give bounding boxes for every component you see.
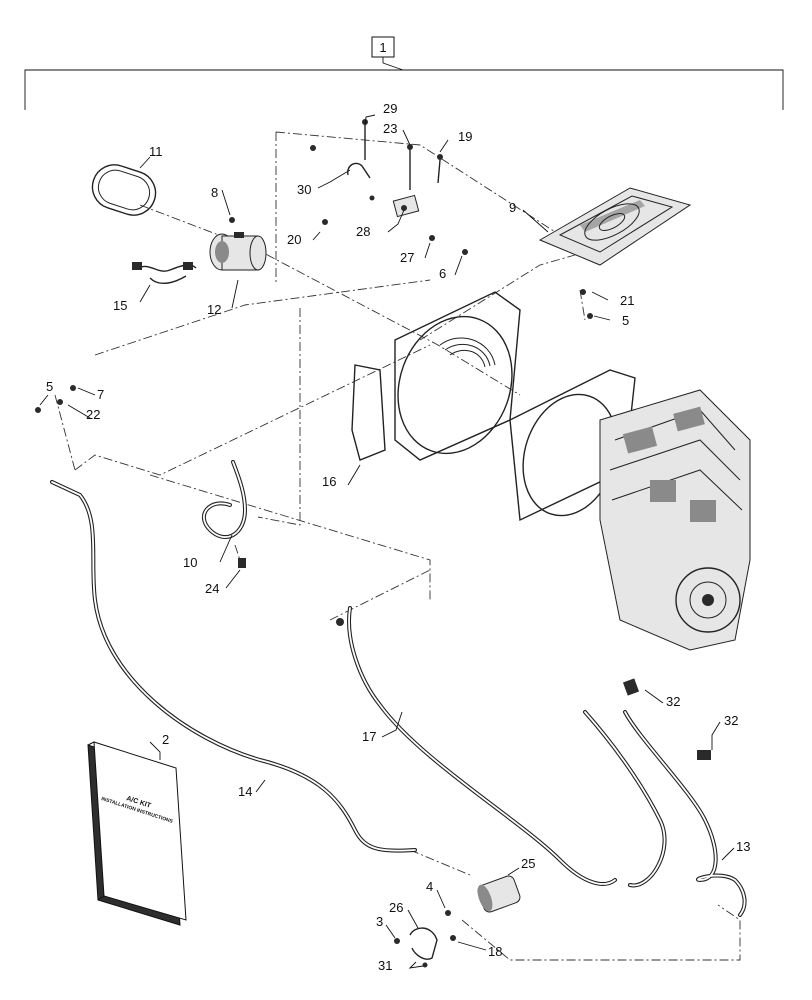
callout-21: 21 [620,293,634,308]
hose-assembly-10 [202,460,248,568]
kit-reference-label: 1 [379,40,386,55]
callout-16: 16 [322,474,336,489]
callout-31: 31 [378,958,392,973]
callout-24: 24 [205,581,219,596]
callout-27: 27 [400,250,414,265]
receiver-drier-part [477,875,521,913]
callout-12: 12 [207,302,221,317]
hose-assembly-17 [336,606,617,886]
callout-23: 23 [383,121,397,136]
callout-9: 9 [509,200,516,215]
callout-4: 4 [426,879,433,894]
callout-17: 17 [362,729,376,744]
callout-20: 20 [287,232,301,247]
callout-25: 25 [521,856,535,871]
callout-22: 22 [86,407,100,422]
callout-14: 14 [238,784,252,799]
callout-28: 28 [356,224,370,239]
callout-19: 19 [458,129,472,144]
hose-assembly-14 [50,480,417,853]
callout-29: 29 [383,101,397,116]
installation-manual: A/C KIT INSTALLATION INSTRUCTIONS [87,741,187,926]
callout-26: 26 [389,900,403,915]
wiring-harness-part [132,262,197,285]
callout-numbers: 2 3 4 5 5 6 7 8 9 10 11 12 13 14 15 16 1… [46,101,750,973]
callout-13: 13 [736,839,750,854]
condenser-part [538,187,692,266]
callout-6: 6 [439,266,446,281]
callout-18: 18 [488,944,502,959]
callout-5b: 5 [622,313,629,328]
callout-15: 15 [113,298,127,313]
callout-2: 2 [162,732,169,747]
callout-32a: 32 [666,694,680,709]
kit-bracket: 1 [24,36,784,110]
hose-assembly-13 [583,678,747,917]
mounting-hardware-right [580,289,593,319]
callout-3: 3 [376,914,383,929]
engine-assembly [509,369,751,651]
callout-11: 11 [149,144,163,159]
callout-leaders [39,114,735,969]
clamp-part [394,910,456,968]
fan-shroud-part [351,291,521,461]
compressor-part [209,232,267,271]
callout-30: 30 [297,182,311,197]
mounting-hardware-top [229,119,468,255]
callout-5a: 5 [46,379,53,394]
belt-part [91,164,157,216]
assembly-lines [54,131,741,961]
callout-10: 10 [183,555,197,570]
callout-32b: 32 [724,713,738,728]
callout-8: 8 [211,185,218,200]
callout-7: 7 [97,387,104,402]
hardware-left [35,385,76,413]
